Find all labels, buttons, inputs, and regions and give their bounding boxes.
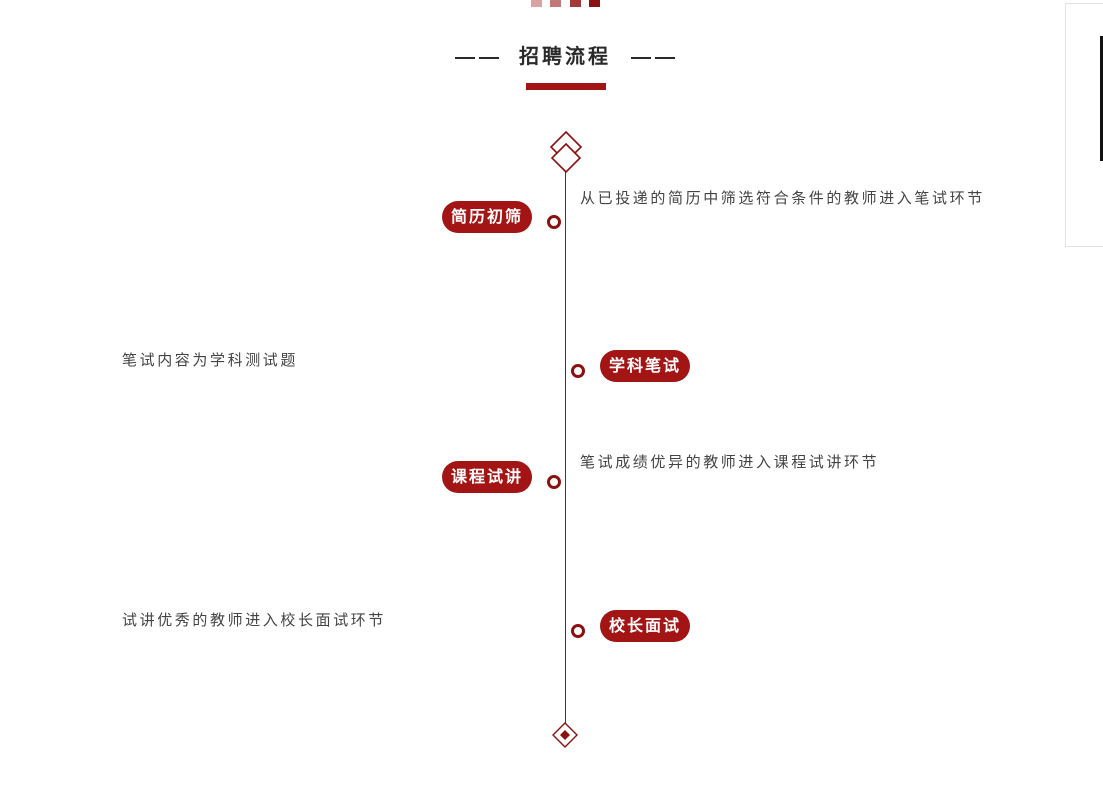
step-label-principal-interview: 校长面试 — [600, 610, 691, 642]
decor-square-2 — [550, 0, 561, 7]
step-description-resume-screening: 从已投递的简历中筛选符合条件的教师进入笔试环节 — [580, 189, 985, 207]
section-title: 招聘流程 — [400, 40, 730, 69]
step-label-trial-lecture: 课程试讲 — [442, 461, 533, 493]
title-underline — [526, 83, 606, 90]
step-label-subject-exam: 学科笔试 — [600, 350, 691, 382]
decor-square-3 — [570, 0, 581, 7]
ring-dot-icon — [547, 215, 561, 229]
section-title-text: 招聘流程 — [519, 44, 611, 68]
title-dash-right-2 — [654, 56, 675, 59]
decor-square-4 — [589, 0, 600, 7]
title-dash-left — [455, 56, 476, 59]
diamond-icon — [552, 722, 578, 748]
decor-square-1 — [531, 0, 542, 7]
double-diamond-icon — [549, 131, 583, 174]
ring-dot-icon — [571, 624, 585, 638]
step-description-subject-exam: 笔试内容为学科测试题 — [122, 351, 299, 369]
ring-dot-icon — [571, 364, 585, 378]
step-description-trial-lecture: 笔试成绩优异的教师进入课程试讲环节 — [580, 453, 880, 471]
qr-code-icon — [1100, 36, 1103, 161]
step-label-resume-screening: 简历初筛 — [442, 201, 533, 233]
step-description-principal-interview: 试讲优秀的教师进入校长面试环节 — [122, 611, 387, 629]
ring-dot-icon — [547, 475, 561, 489]
title-dash-right — [630, 56, 651, 59]
timeline-line — [565, 172, 566, 732]
side-qr-card[interactable] — [1065, 3, 1103, 247]
title-dash-left-2 — [479, 56, 500, 59]
